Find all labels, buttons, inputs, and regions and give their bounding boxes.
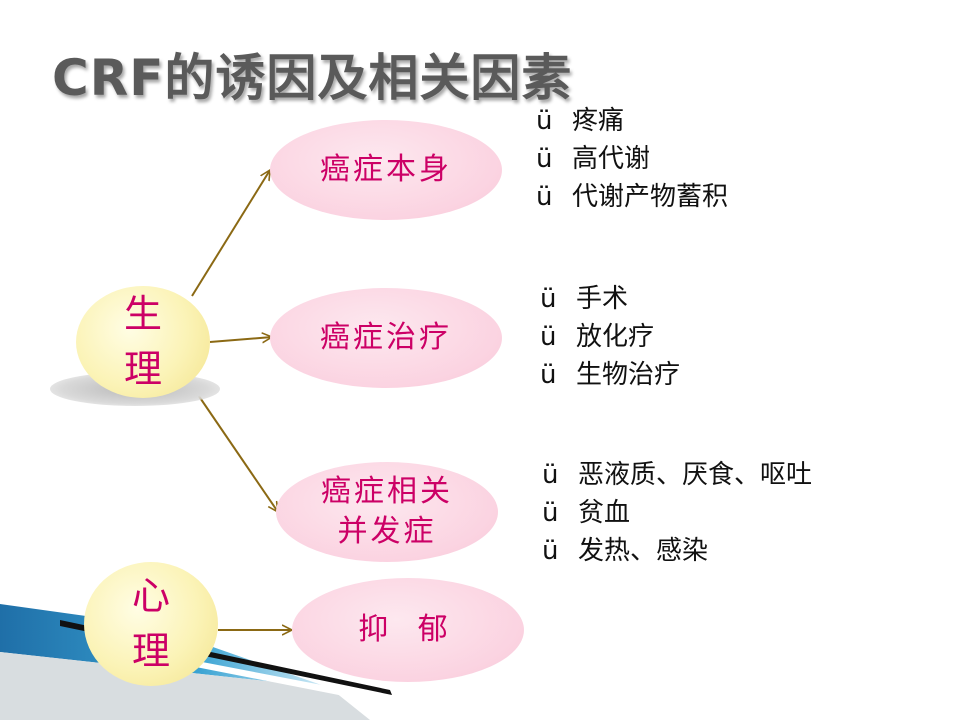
cancer-treatment-label: 癌症治疗 [320,319,452,355]
physiological-line2: 理 [123,347,162,391]
cancer-complications-line1: 癌症相关 [321,473,453,509]
physiological-node: 生 理 [76,286,210,398]
slide-title: CRF的诱因及相关因素 [52,49,573,107]
check-mark-icon: ü [542,536,559,566]
cancer-itself-node: 癌症本身 [270,120,502,220]
check-mark-icon: ü [540,360,557,390]
check-mark-icon: ü [540,322,557,352]
cancer-complications-node: 癌症相关 并发症 [276,462,498,562]
check-mark-icon: ü [542,460,559,490]
corner-stripe-grey [0,652,370,720]
check-mark-icon: ü [536,144,553,174]
check-mark-icon: ü [536,106,553,136]
psychological-line1: 心 [131,573,170,618]
corner-stripe-light [150,652,400,706]
cancer-itself-label: 癌症本身 [320,151,452,187]
check-mark-icon: ü [540,284,557,314]
check-mark-icon: ü [536,182,553,212]
cancer-treatment-node: 癌症治疗 [270,288,502,388]
arrow-to-cancer-itself [191,170,270,297]
depression-node: 抑 郁 [292,578,524,682]
cancer-complications-line2: 并发症 [337,514,437,549]
arrow-to-cancer-treatment [209,337,272,342]
psychological-node: 心 理 [84,562,218,686]
psychological-line2: 理 [131,629,170,673]
depression-label: 抑 郁 [358,611,458,647]
arrow-to-complications [191,385,278,512]
check-mark-icon: ü [542,498,559,528]
physiological-line1: 生 [123,291,162,336]
